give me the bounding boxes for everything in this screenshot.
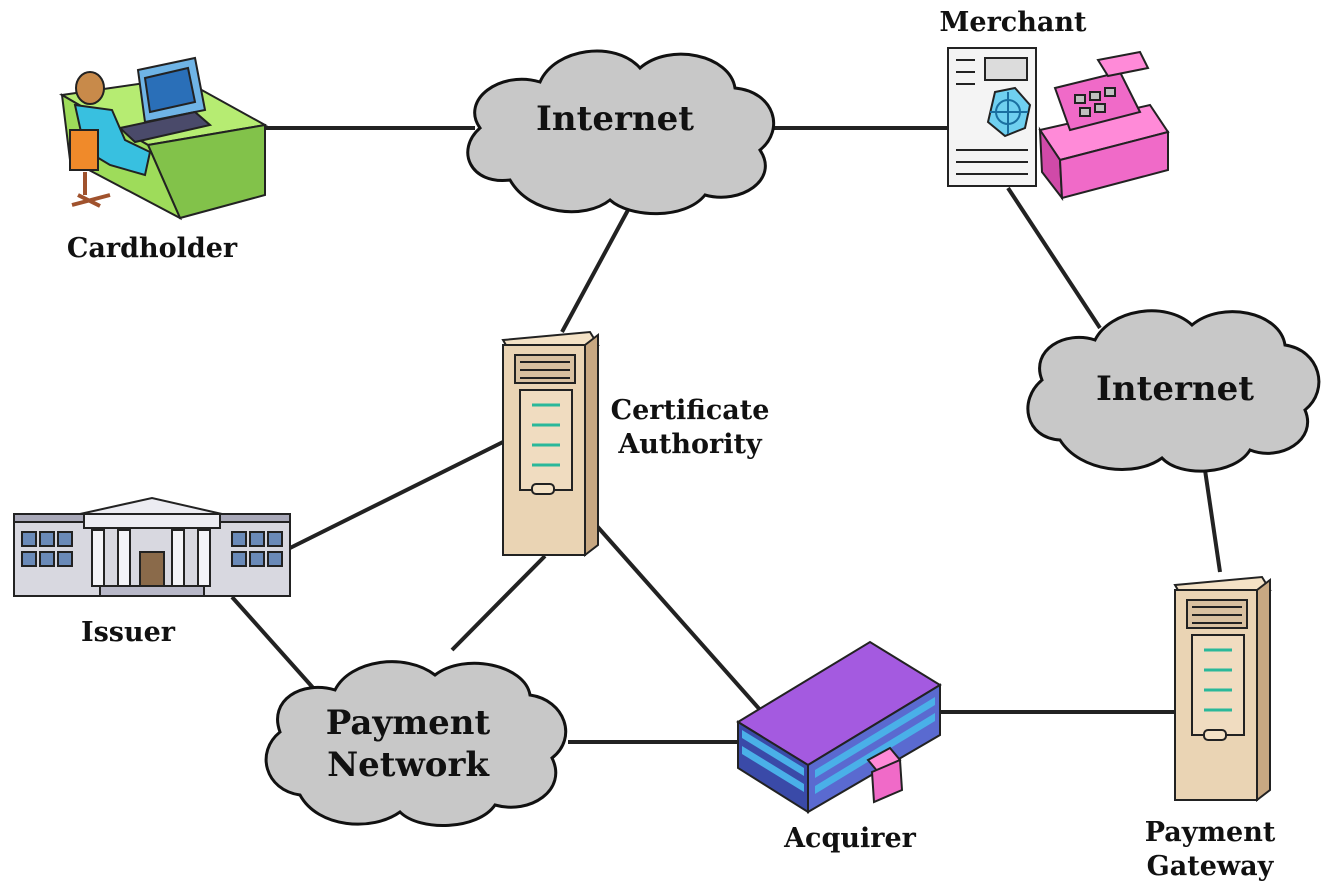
certificate-authority-server-icon [501,330,600,558]
edge-issuer-paymentnet [230,595,317,692]
certificate-authority-label: Certificate Authority [600,394,780,462]
certificate-authority-label-line2: Authority [618,429,762,460]
payment-network-label-line1: Payment [325,703,491,743]
edge-ca-issuer [289,440,504,550]
cloud-internet-right [1026,309,1321,473]
edge-internet-gateway [1203,469,1222,573]
acquirer-building-icon [736,640,942,814]
cloud-internet-top [466,49,776,216]
cardholder-icon [59,56,268,221]
cloud-payment-network [264,660,568,828]
payment-gateway-label: Payment Gateway [1130,816,1290,884]
edge-internet-ca [560,209,630,333]
acquirer-label: Acquirer [784,823,916,854]
edge-merchant-internet [1006,186,1102,330]
issuer-label: Issuer [80,617,176,648]
payment-network-label-line2: Network [327,745,489,785]
certificate-authority-label-line1: Certificate [610,395,770,426]
edge-ca-paymentnet [450,554,547,652]
payment-network-cloud-label: Payment Network [318,702,498,786]
internet-top-cloud-label: Internet [536,99,694,139]
cardholder-label: Cardholder [66,233,238,264]
payment-gateway-server-icon [1173,575,1272,803]
payment-gateway-label-line2: Gateway [1146,851,1274,882]
merchant-icon [947,47,1170,202]
edge-ca-acquirer [594,523,764,714]
payment-gateway-label-line1: Payment [1144,817,1276,848]
connection-lines [230,126,1222,744]
issuer-bank-icon [13,496,291,597]
merchant-label: Merchant [939,7,1087,38]
internet-right-cloud-label: Internet [1096,369,1254,409]
